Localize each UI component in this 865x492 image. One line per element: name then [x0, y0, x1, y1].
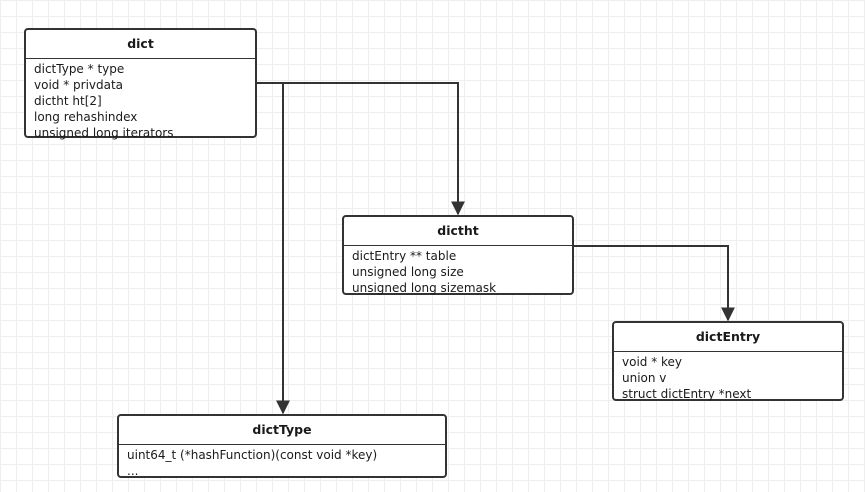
field-item: long rehashindex [34, 110, 138, 124]
class-box-dictht[interactable]: dictht dictEntry ** table unsigned long … [342, 215, 574, 295]
class-fields: void * key union v struct dictEntry *nex… [614, 352, 842, 402]
field-item: unsigned long iterators [34, 126, 174, 140]
field-item: unsigned long sizemask [352, 281, 497, 295]
class-fields: dictEntry ** table unsigned long size un… [344, 246, 572, 296]
class-title: dictType [119, 416, 445, 445]
class-title: dictEntry [614, 323, 842, 352]
class-fields: uint64_t (*hashFunction)(const void *key… [119, 445, 445, 479]
field-item: dictEntry ** table [352, 249, 457, 263]
class-box-dictentry[interactable]: dictEntry void * key union v struct dict… [612, 321, 844, 401]
class-title: dict [26, 30, 255, 59]
class-title: dictht [344, 217, 572, 246]
field-item: void * key [622, 355, 683, 369]
connector-dictht-to-dictentry[interactable] [574, 245, 735, 322]
connector-dict-to-dictht[interactable] [257, 82, 465, 216]
field-item: struct dictEntry *next [622, 387, 752, 401]
field-item: union v [622, 371, 667, 385]
field-item: ... [127, 464, 139, 478]
field-item: void * privdata [34, 78, 124, 92]
field-item: dictType * type [34, 62, 125, 76]
class-box-dict[interactable]: dict dictType * type void * privdata dic… [24, 28, 257, 141]
field-item: uint64_t (*hashFunction)(const void *key… [127, 448, 378, 462]
class-box-dicttype[interactable]: dictType uint64_t (*hashFunction)(const … [117, 414, 447, 478]
class-fields: dictType * type void * privdata dictht h… [26, 59, 255, 141]
field-item: unsigned long size [352, 265, 464, 279]
field-item: dictht ht[2] [34, 94, 102, 108]
